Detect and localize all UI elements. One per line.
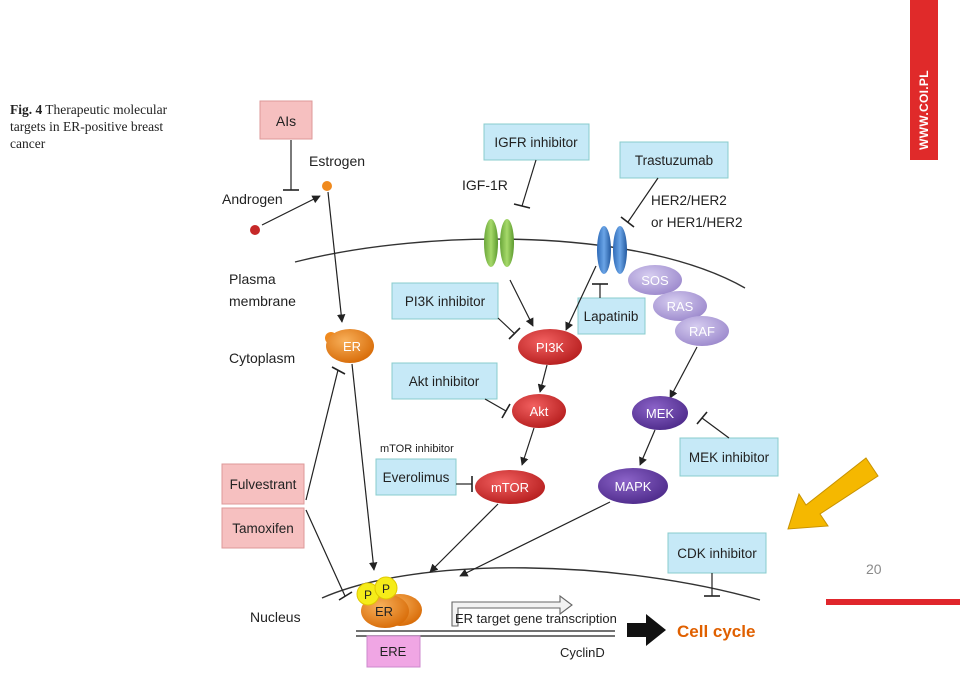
everolimus-label: Everolimus [383, 470, 450, 485]
androgen-dot [250, 225, 260, 235]
plasma-membrane-line [294, 238, 746, 289]
mapk-label: MAPK [615, 479, 652, 494]
side-banner[interactable] [910, 0, 938, 160]
lapatinib-label: Lapatinib [584, 309, 639, 324]
akt-label: Akt [530, 404, 549, 419]
figure-caption-label: Fig. 4 [10, 102, 43, 117]
sos-node [628, 265, 682, 295]
trastuzumab-box [619, 141, 729, 179]
ais-label: AIs [276, 113, 296, 129]
transcription-label: ER target gene transcription [455, 611, 617, 626]
transcription-arrow [451, 594, 573, 627]
page-number: 20 [866, 561, 882, 577]
nucleus-label: Nucleus [250, 609, 301, 625]
akt-node [512, 394, 566, 428]
cdk-inhibitor-box [667, 532, 767, 574]
mek-node [632, 396, 688, 430]
estrogen-dot [322, 181, 332, 191]
mtor-node [475, 470, 545, 504]
trastuzumab-label: Trastuzumab [635, 153, 713, 168]
her2-label-2: or HER1/HER2 [651, 215, 743, 230]
plasma-label-1: Plasma [229, 271, 276, 287]
cdk-inhibitor-label: CDK inhibitor [677, 546, 757, 561]
mek-inhibitor-box [679, 437, 779, 477]
igfr-inhibitor-label: IGFR inhibitor [494, 135, 578, 150]
her2-label-1: HER2/HER2 [651, 193, 727, 208]
mapk-node [598, 468, 668, 504]
phosphate-2-label: P [382, 582, 390, 596]
cytoplasm-label: Cytoplasm [229, 350, 295, 366]
estrogen-label: Estrogen [309, 153, 365, 169]
ere-box [366, 635, 421, 668]
everolimus-box [375, 458, 457, 496]
figure-caption-text: Therapeutic molecular targets in ER-posi… [10, 102, 168, 151]
her2-receptor-right [613, 226, 627, 274]
highlight-arrow [787, 457, 879, 530]
er-cytoplasm-node [326, 329, 374, 363]
igfr-inhibitor-box [483, 123, 590, 161]
er-label: ER [343, 339, 361, 354]
cell-cycle-label: Cell cycle [677, 622, 755, 641]
ras-node [653, 291, 707, 321]
igf1r-label: IGF-1R [462, 177, 508, 193]
mtor-inhibitor-caption: mTOR inhibitor [380, 443, 454, 455]
ere-label: ERE [380, 644, 407, 659]
raf-node [675, 316, 729, 346]
tamoxifen-box [221, 507, 305, 549]
phosphate-2 [374, 576, 398, 600]
cell-cycle-arrow [627, 614, 666, 646]
raf-label: RAF [689, 324, 715, 339]
tamoxifen-label: Tamoxifen [232, 521, 294, 536]
footer-red-line [826, 599, 960, 605]
igf1r-receptor-left [484, 219, 498, 267]
cyclind-label: CyclinD [560, 645, 605, 660]
mek-label: MEK [646, 406, 675, 421]
nuclear-er-label: ER [375, 604, 393, 619]
lapatinib-box [577, 297, 646, 335]
pi3k-label: PI3K [536, 340, 565, 355]
mtor-label: mTOR [491, 480, 529, 495]
pi3k-node [518, 329, 582, 365]
fulvestrant-label: Fulvestrant [230, 477, 297, 492]
mek-inhibitor-label: MEK inhibitor [689, 450, 770, 465]
igf1r-receptor-right [500, 219, 514, 267]
akt-inhibitor-label: Akt inhibitor [409, 374, 480, 389]
pi3k-inhibitor-label: PI3K inhibitor [405, 294, 486, 309]
androgen-label: Androgen [222, 191, 283, 207]
pi3k-inhibitor-box [391, 282, 499, 320]
ais-box [259, 100, 313, 140]
ras-label: RAS [667, 299, 694, 314]
fulvestrant-box [221, 463, 305, 505]
sos-label: SOS [641, 273, 669, 288]
phosphate-1-label: P [364, 588, 372, 602]
plasma-label-2: membrane [229, 293, 296, 309]
her2-receptor-left [597, 226, 611, 274]
akt-inhibitor-box [391, 362, 498, 400]
